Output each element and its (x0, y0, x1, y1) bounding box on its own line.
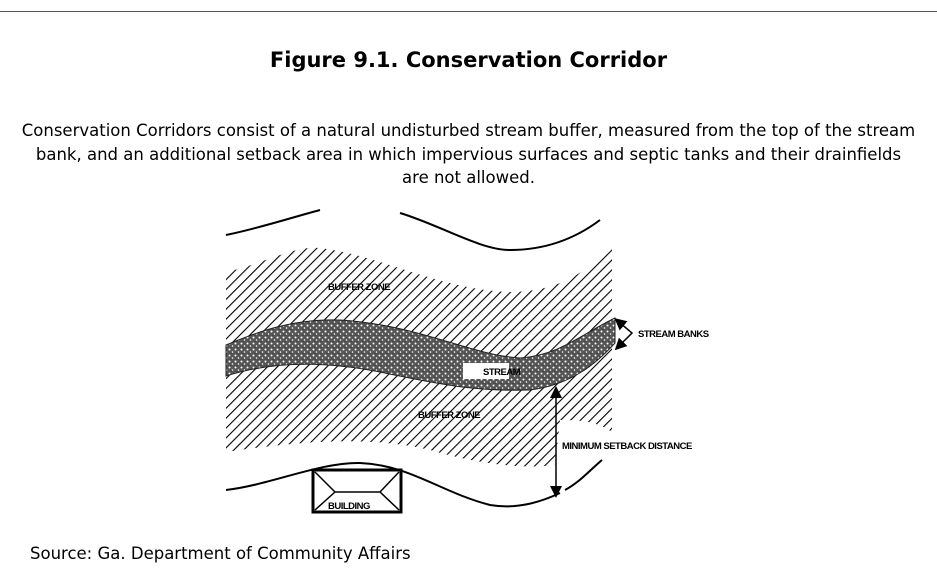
building (311, 468, 403, 514)
stream-label: STREAM (483, 367, 521, 378)
building-label: BUILDING (328, 501, 370, 512)
minimum-setback-label: MINIMUM SETBACK DISTANCE (562, 441, 692, 452)
figure-source: Source: Ga. Department of Community Affa… (30, 544, 411, 563)
lower-buffer-zone (226, 345, 612, 467)
stream-label-bg (463, 363, 509, 379)
lower-setback-line (225, 461, 561, 508)
upper-buffer-zone (226, 244, 612, 358)
upper-setback-line-left (225, 209, 321, 236)
upper-buffer-zone-label: BUFFER ZONE (328, 282, 390, 293)
stream-banks-label: STREAM BANKS (638, 329, 709, 340)
stream-banks-arrow (614, 318, 634, 351)
figure-caption: Conservation Corridors consist of a natu… (21, 121, 916, 187)
top-rule (0, 11, 937, 12)
upper-setback-line-right (399, 212, 601, 252)
lower-buffer-zone-label: BUFFER ZONE (418, 410, 480, 421)
lower-setback-line-right (564, 459, 603, 491)
figure-title: Figure 9.1. Conservation Corridor (269, 48, 668, 72)
